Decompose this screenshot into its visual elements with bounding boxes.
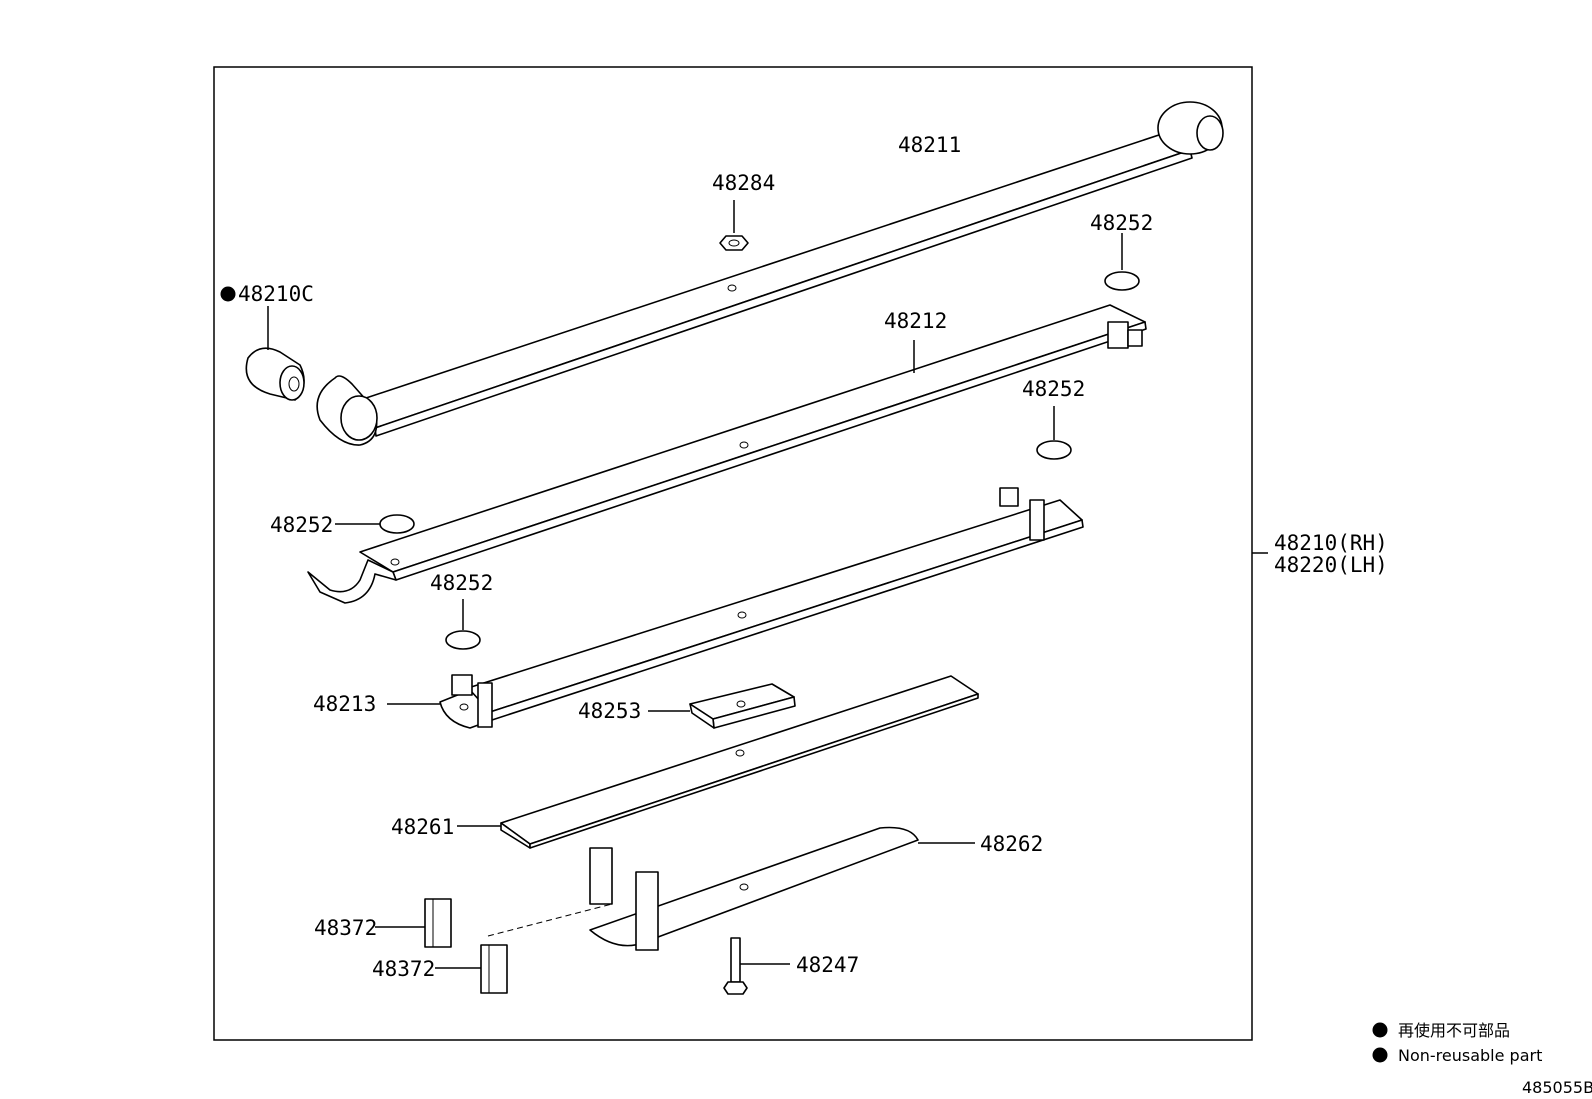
part-48213-third-leaf[interactable]: [387, 487, 1084, 729]
label-48211: 48211: [898, 133, 961, 157]
part-48252-pad-c[interactable]: [335, 514, 415, 534]
part-48211-main-leaf[interactable]: [316, 101, 1224, 446]
part-48247-bolt[interactable]: [723, 937, 790, 995]
label-48213: 48213: [313, 692, 376, 716]
label-48252-d: 48252: [430, 571, 493, 595]
part-48252-pad-b[interactable]: [1036, 406, 1072, 460]
part-48212-second-leaf[interactable]: [307, 304, 1147, 604]
legend-text-jp: 再使用不可部品: [1398, 1021, 1510, 1040]
non-reusable-marker-icon: [220, 286, 236, 302]
part-48253-spacer[interactable]: [648, 683, 796, 729]
part-48284-nut[interactable]: [719, 200, 749, 251]
label-48252-c: 48252: [270, 513, 333, 537]
label-48253: 48253: [578, 699, 641, 723]
label-48261: 48261: [391, 815, 454, 839]
label-48372-b: 48372: [372, 957, 435, 981]
legend-marker-icon-jp: [1372, 1022, 1388, 1038]
legend-marker-icon-en: [1372, 1047, 1388, 1063]
label-48372-a: 48372: [314, 916, 377, 940]
label-48252-b: 48252: [1022, 377, 1085, 401]
label-48247: 48247: [796, 953, 859, 977]
part-48210c-bushing[interactable]: [220, 286, 305, 401]
label-48262: 48262: [980, 832, 1043, 856]
part-48262-bottom-leaf[interactable]: [487, 826, 975, 951]
diagram-code: 485055B: [1522, 1078, 1592, 1097]
part-48372-clip-b[interactable]: [435, 944, 508, 994]
label-48210c: 48210C: [238, 282, 314, 306]
label-48252-a: 48252: [1090, 211, 1153, 235]
legend-text-en: Non-reusable part: [1398, 1046, 1542, 1065]
part-48252-pad-d[interactable]: [445, 599, 481, 650]
label-48284: 48284: [712, 171, 775, 195]
part-48252-pad-a[interactable]: [1104, 233, 1140, 291]
label-48220lh: 48220(LH): [1274, 553, 1388, 577]
part-48372-clip-a[interactable]: [375, 898, 452, 948]
part-48261-flat-leaf[interactable]: [457, 675, 979, 849]
label-48212: 48212: [884, 309, 947, 333]
label-48210rh: 48210(RH): [1274, 531, 1388, 555]
